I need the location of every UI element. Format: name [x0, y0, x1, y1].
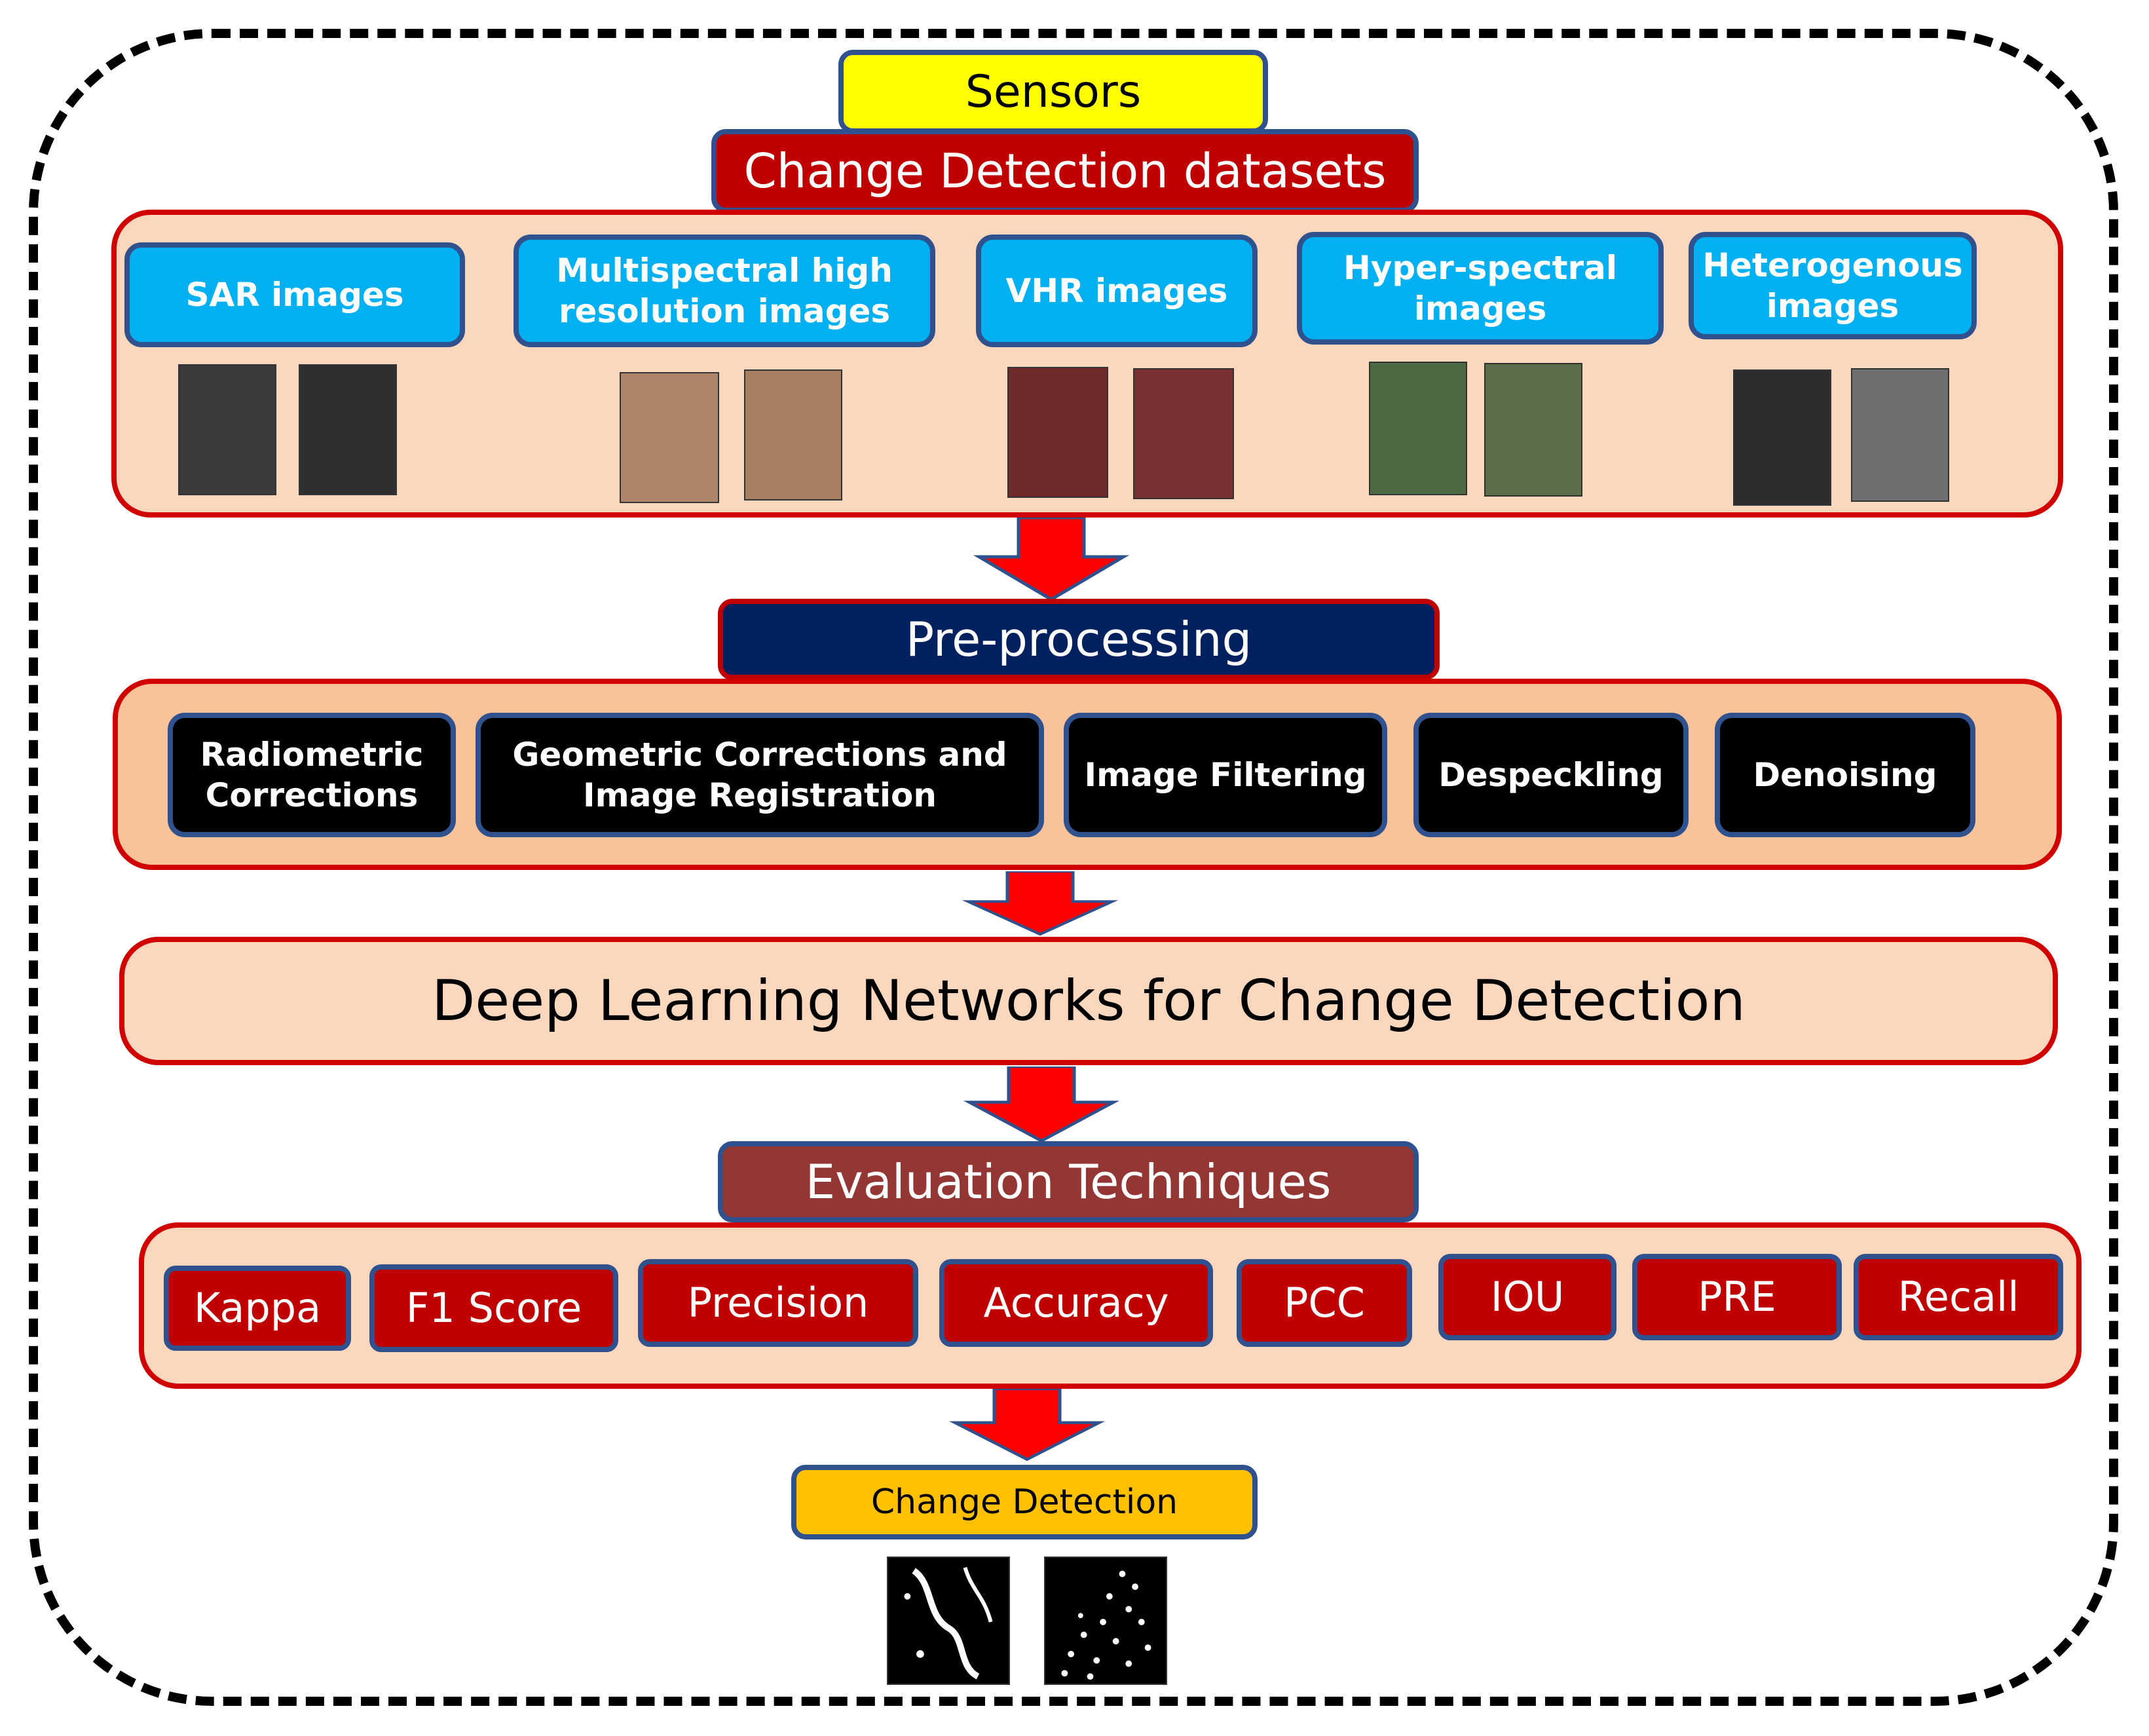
change-detection-output-label: Change Detection	[791, 1465, 1258, 1539]
deep-learning-networks-box: Deep Learning Networks for Change Detect…	[119, 937, 2058, 1065]
pre-processing-label: Pre-processing	[718, 599, 1440, 680]
change-map-vhr-pattern	[1061, 1570, 1151, 1680]
metric-f1-score: F1 Score	[369, 1264, 618, 1352]
metric-pcc: PCC	[1237, 1259, 1412, 1347]
multispectral-image-before	[620, 372, 719, 503]
hyperspectral-image-after	[1484, 363, 1582, 497]
dataset-heterogenous-images: Heterogenous images	[1689, 232, 1977, 339]
metric-iou: IOU	[1438, 1254, 1616, 1340]
flow-arrow-shape	[948, 1389, 1106, 1462]
change-detection-datasets-label: Change Detection datasets	[711, 129, 1419, 213]
vhr-image-before	[1007, 367, 1108, 498]
sar-image-after	[299, 364, 397, 495]
flow-arrow	[973, 518, 1130, 603]
heterogenous-image-after	[1851, 368, 1949, 502]
dataset-hyperspectral-images: Hyper-spectral images	[1297, 232, 1664, 345]
radiometric-corrections-box: Radiometric Corrections	[168, 713, 456, 837]
geometric-corrections-box: Geometric Corrections and Image Registra…	[476, 713, 1044, 837]
vhr-image-after	[1133, 368, 1234, 499]
dataset-sar-images: SAR images	[124, 242, 465, 347]
sensors-label: Sensors	[838, 50, 1268, 134]
despeckling-box: Despeckling	[1413, 713, 1689, 837]
heterogenous-image-before	[1733, 369, 1831, 506]
flow-arrow-shape	[962, 871, 1119, 936]
sar-image-before	[178, 364, 276, 495]
dataset-multispectral-images: Multispectral high resolution images	[514, 235, 935, 347]
metric-precision: Precision	[638, 1259, 918, 1347]
evaluation-techniques-label: Evaluation Techniques	[718, 1141, 1419, 1222]
flow-arrow-shape	[973, 518, 1130, 601]
hyperspectral-image-before	[1369, 362, 1467, 495]
change-map-sar-pattern	[904, 1566, 993, 1680]
metric-accuracy: Accuracy	[939, 1259, 1213, 1347]
dataset-vhr-images: VHR images	[976, 235, 1258, 347]
flow-arrow	[948, 1389, 1106, 1462]
outer-dashed-frame	[29, 29, 2118, 1706]
flow-arrow	[963, 1066, 1120, 1144]
flow-arrow-shape	[963, 1066, 1120, 1143]
metric-pre: PRE	[1632, 1254, 1842, 1340]
change-map-sar	[887, 1557, 1010, 1685]
image-filtering-box: Image Filtering	[1064, 713, 1387, 837]
metric-kappa: Kappa	[164, 1266, 351, 1351]
denoising-box: Denoising	[1715, 713, 1975, 837]
multispectral-image-after	[744, 369, 842, 500]
flow-arrow	[962, 871, 1119, 937]
metric-recall: Recall	[1854, 1254, 2063, 1340]
change-map-vhr	[1044, 1557, 1167, 1685]
